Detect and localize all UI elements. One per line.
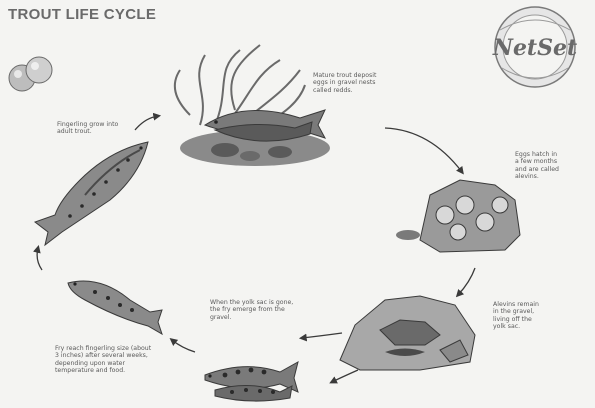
caption-fingerling: Fry reach fingerling size (about 3 inche… [55,345,155,375]
alevin-illustration [340,296,475,370]
eggs-icon [9,57,52,91]
arrow-fry-to-fingerling [172,340,195,352]
netset-logo: NetSet [492,7,577,87]
egg-hatch-illustration [396,180,520,252]
arrow-spawn-to-hatch [385,128,462,172]
arrow-hatch-to-alevin [458,268,475,295]
caption-adult: Fingerling grow into adult trout. [57,121,119,136]
spawning-trout-illustration [175,45,330,166]
arrow-alevin-to-fry-lower [332,370,358,382]
caption-hatch: Eggs hatch in a few months and are calle… [515,151,559,181]
fingerling-illustration [68,281,162,334]
svg-text:NetSet: NetSet [492,35,577,61]
arrow-alevin-to-fry [302,333,342,338]
adult-trout-illustration [35,142,148,245]
caption-fry: When the yolk sac is gone, the fry emerg… [210,299,302,321]
fry-illustration [205,362,298,401]
caption-alevin: Alevins remain in the gravel, living off… [493,301,545,331]
caption-spawn: Mature trout deposit eggs in gravel nest… [313,72,388,94]
arrow-adult-to-spawn [135,116,158,130]
arrow-fingerling-to-adult [37,248,42,270]
